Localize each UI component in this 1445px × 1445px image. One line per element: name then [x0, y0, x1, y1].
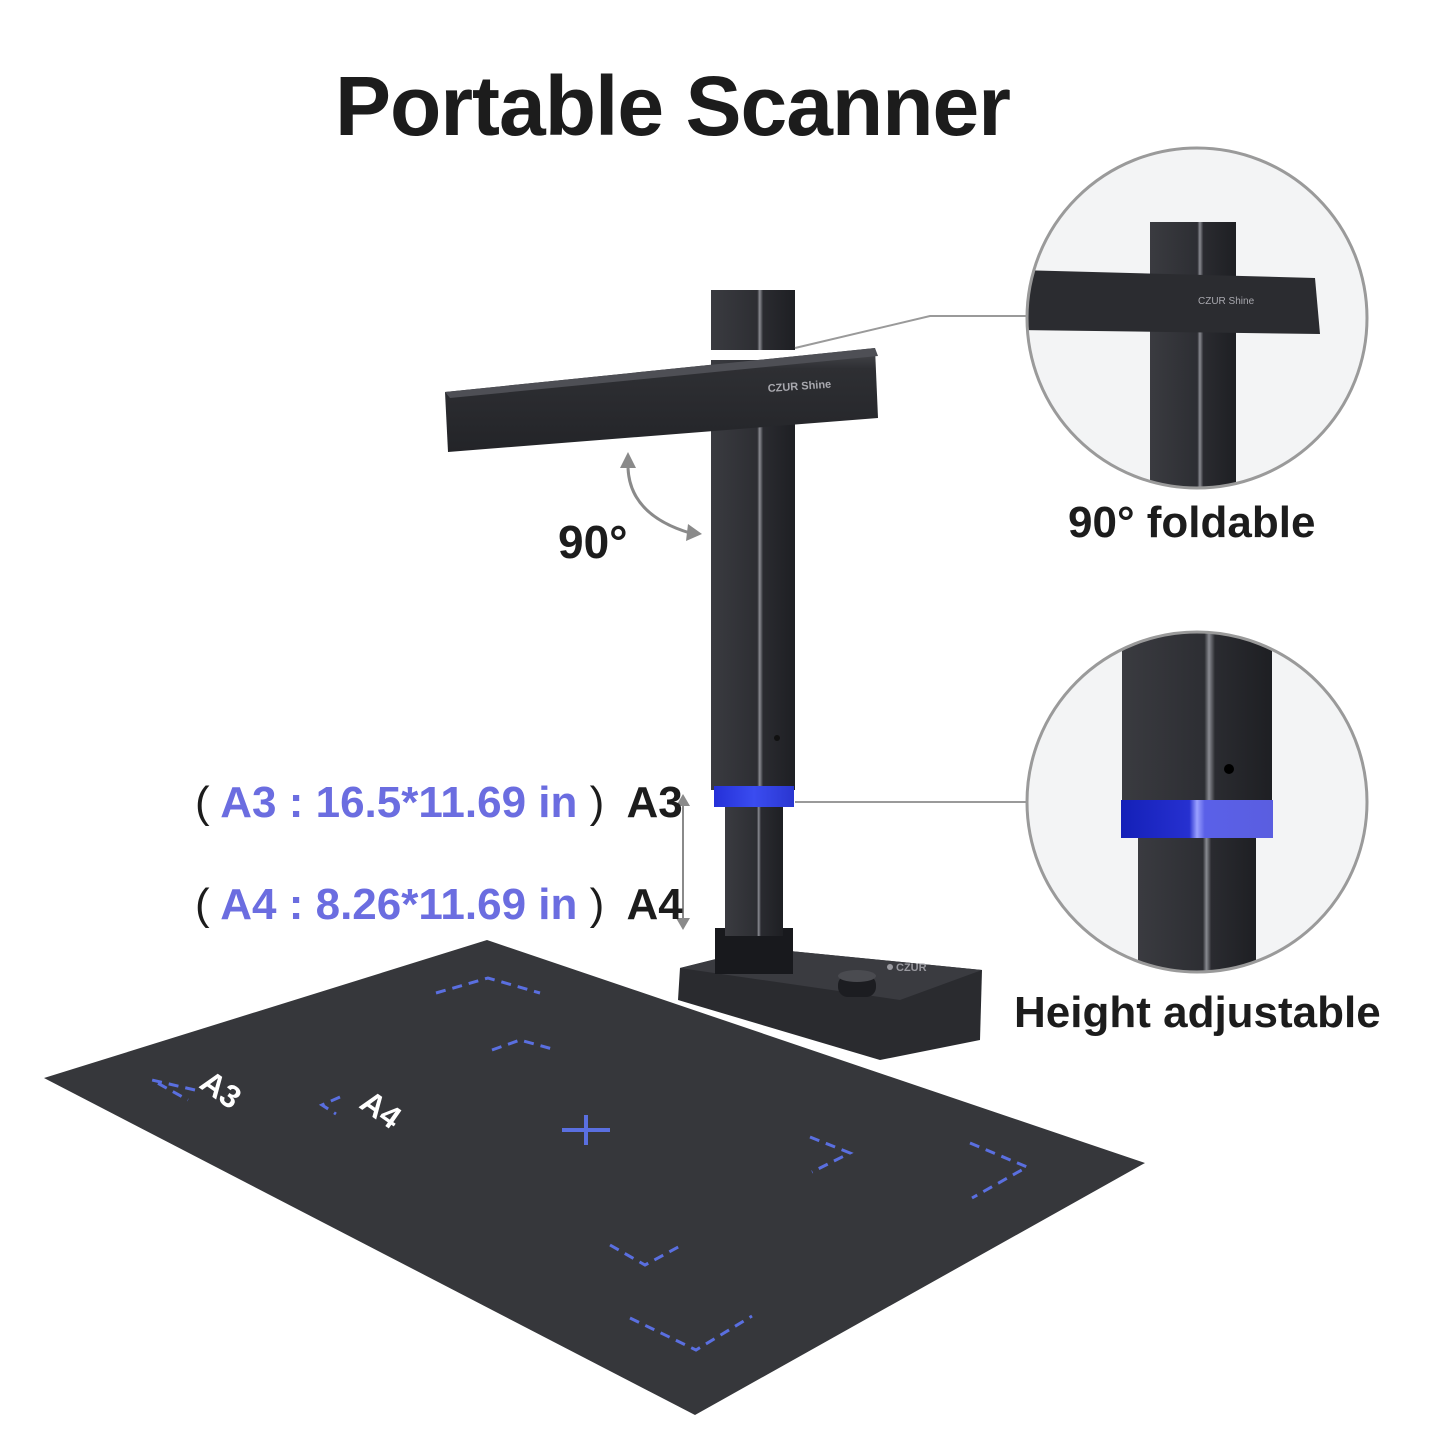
height-arrow-icon [676, 794, 690, 930]
paren-close: ) [589, 778, 605, 827]
size-a4-tag: A4 [626, 880, 683, 929]
scanner-pole [711, 290, 795, 936]
page-title: Portable Scanner [335, 59, 1011, 153]
fold-angle-arrow-icon [620, 452, 702, 541]
callout-foldable: CZUR Shine [1025, 146, 1369, 490]
paren-close: ) [589, 880, 605, 929]
fold-angle-label: 90° [558, 516, 628, 568]
camera-head: CZUR Shine [445, 348, 878, 452]
feature-foldable-label: 90° foldable [1068, 498, 1316, 547]
brand-text: CZUR Shine [767, 379, 831, 395]
callout-line-fold [794, 315, 1028, 349]
feature-height-label: Height adjustable [1014, 988, 1381, 1037]
size-a4: ( A4 : 8.26*11.69 in ) A4 [195, 880, 683, 930]
callout-brand-text: CZUR Shine [1198, 296, 1255, 307]
size-a3-detail: A3 : 16.5*11.69 in [220, 778, 578, 827]
paren-open: ( [195, 880, 210, 929]
size-a4-detail: A4 : 8.26*11.69 in [220, 880, 578, 929]
callout-height [1025, 630, 1369, 974]
size-a3: ( A3 : 16.5*11.69 in ) A3 [195, 778, 683, 828]
paren-open: ( [195, 778, 210, 827]
base-logo: CZUR [896, 962, 927, 974]
size-a3-tag: A3 [626, 778, 683, 827]
scan-mat: A3 A4 [44, 940, 1145, 1415]
